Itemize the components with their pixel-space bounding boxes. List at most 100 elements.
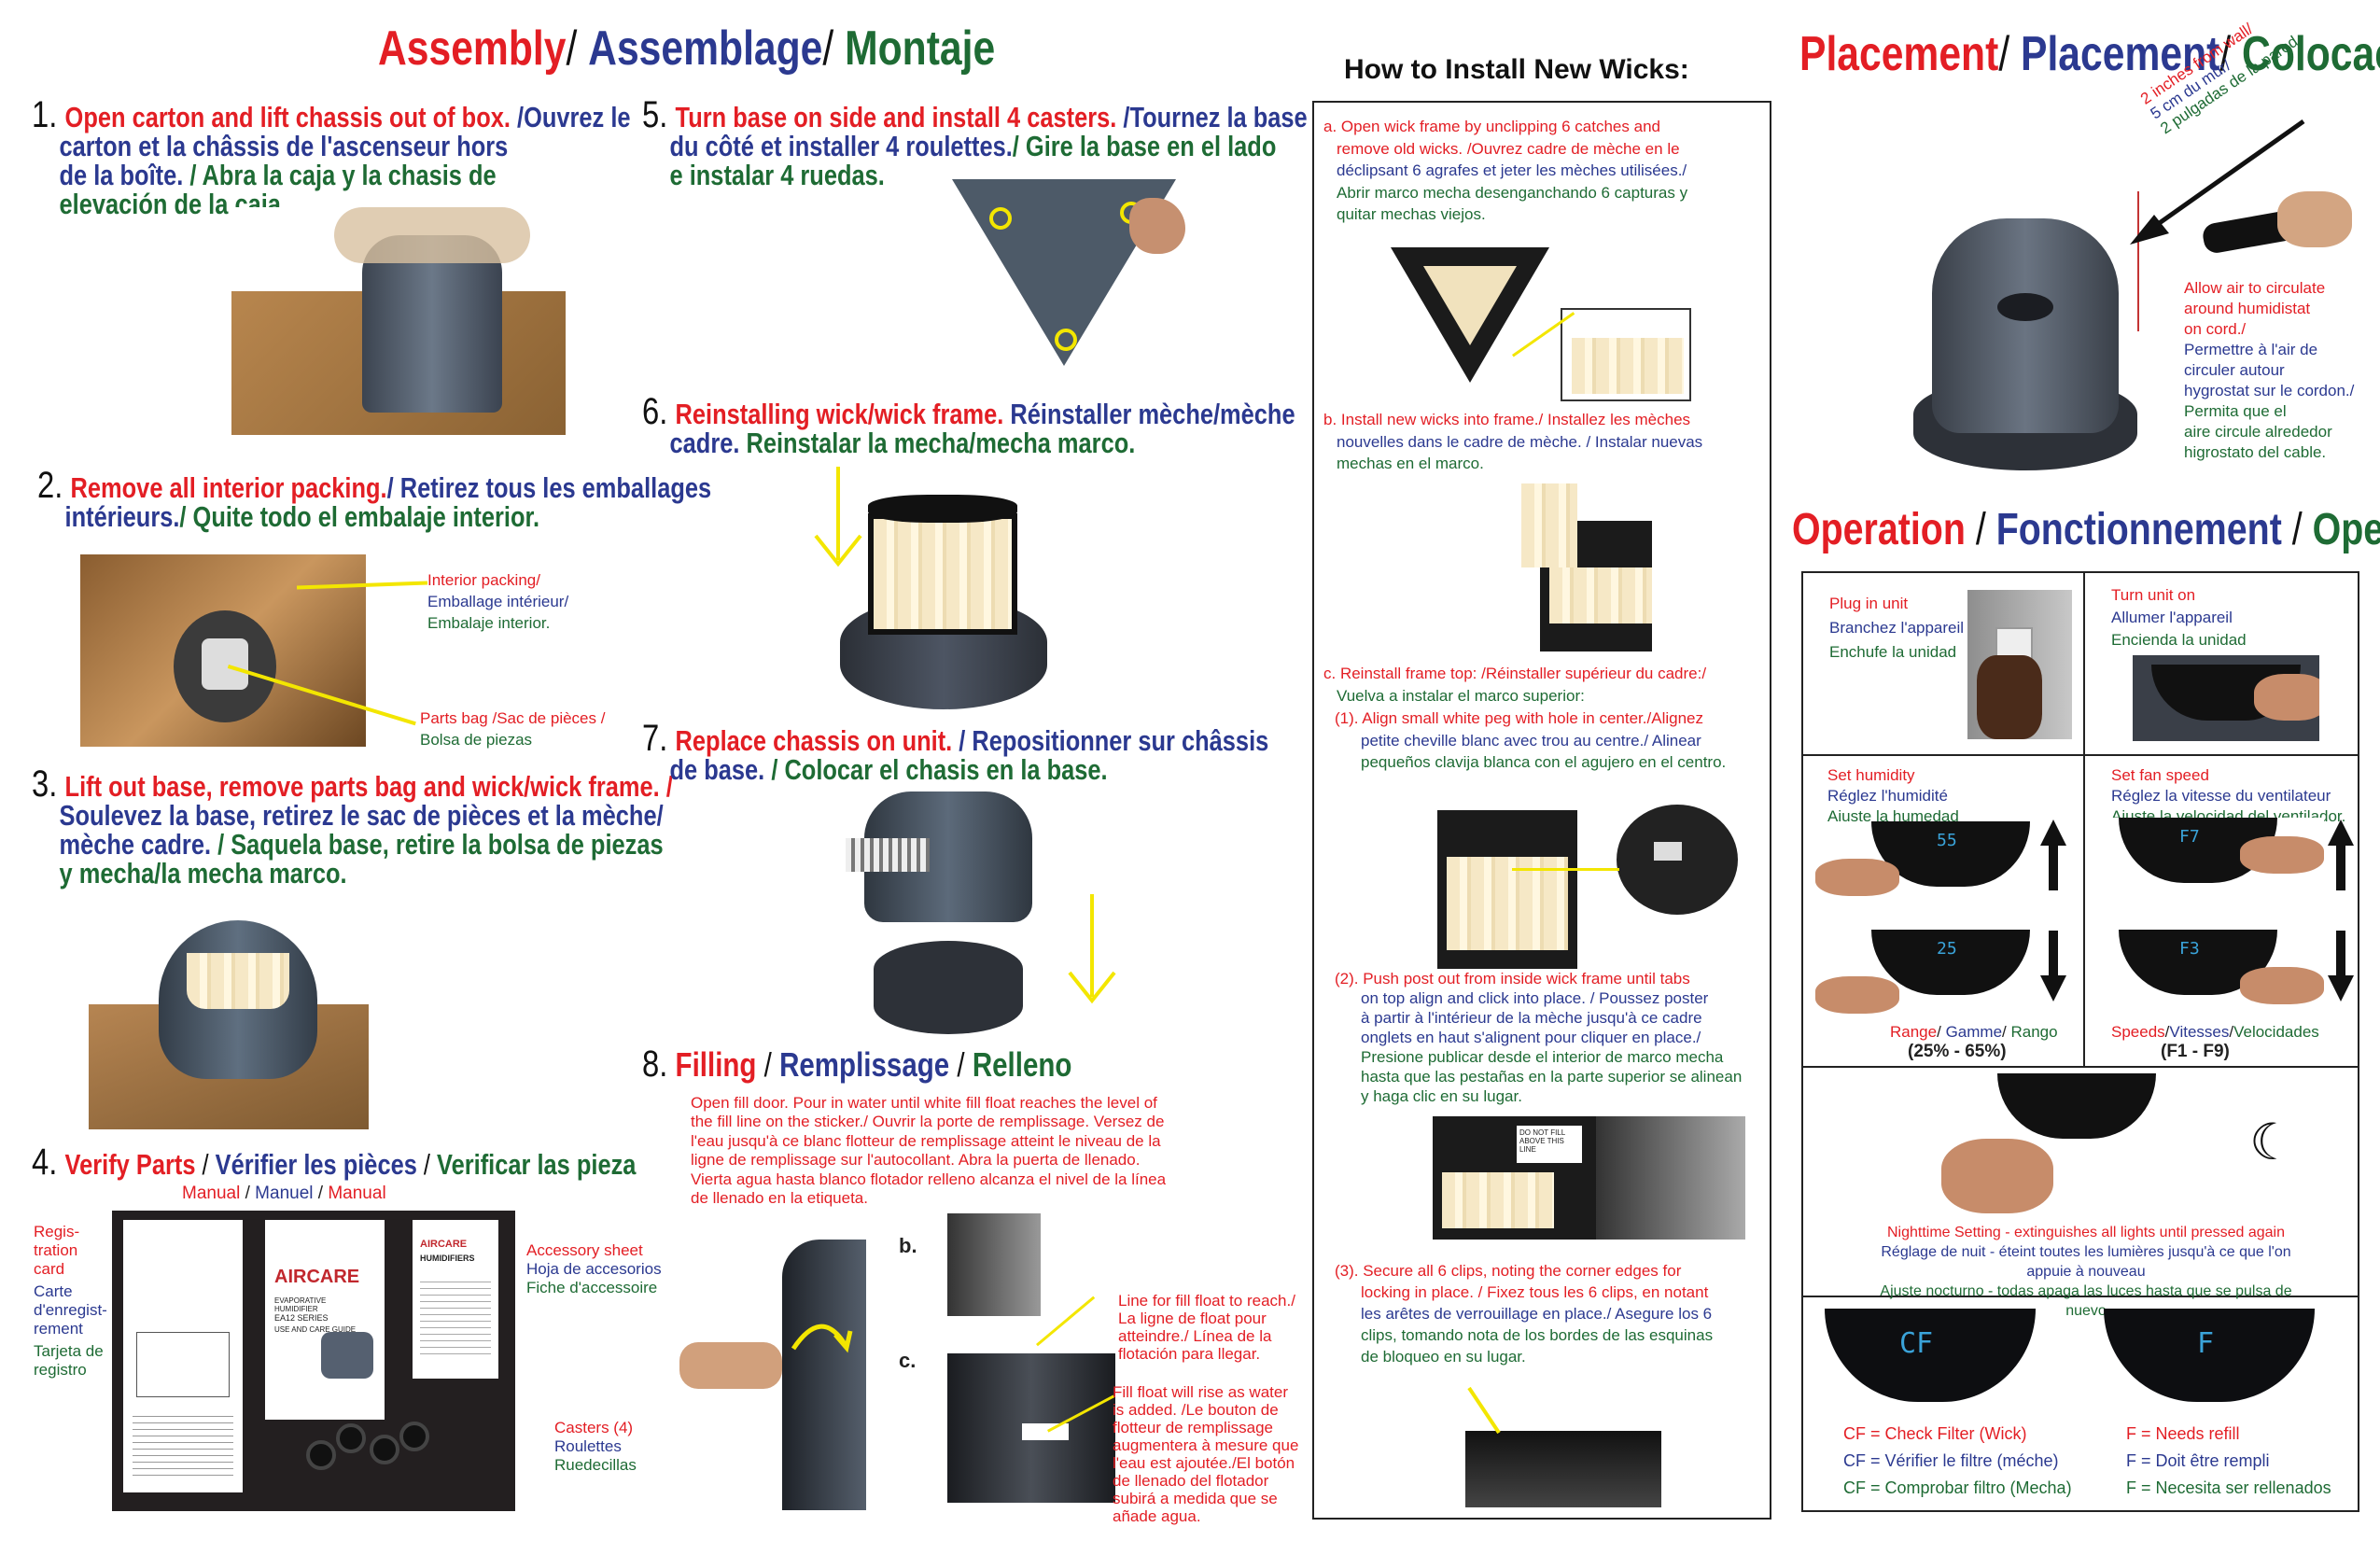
registration-card-doc: [123, 1220, 243, 1492]
step-text: / Abra la caja y la chasis de: [183, 159, 497, 191]
step-text: Remplissage: [779, 1045, 950, 1084]
step-text: Lift out base, remove parts bag and wick…: [64, 770, 673, 803]
step-8-body: Open fill door. Pour in water until whit…: [691, 1094, 1166, 1208]
step-text: Soulevez la base, retirez le sac de pièc…: [59, 799, 664, 832]
cord-line: [2137, 191, 2139, 331]
step-line: intérieurs./ Quite todo el embalaje inte…: [37, 502, 711, 531]
assembly-title: Assembly/ Assemblage/ Montaje: [378, 21, 996, 76]
text-line: hygrostat sur le cordon./: [2184, 382, 2355, 399]
install-wicks-photo: [1484, 483, 1663, 651]
peg-closeup-photo: [1617, 805, 1738, 915]
step-6-photo: [840, 457, 1047, 709]
step-line: de base. / Colocar el chasis en la base.: [642, 755, 1268, 784]
text-line: c. Reinstall frame top: /Réinstaller sup…: [1323, 665, 1707, 682]
down-arrow-icon: [814, 467, 862, 567]
placement-photo: [1913, 209, 2137, 470]
step-text: /: [756, 1045, 780, 1084]
text-line: remove old wicks. /Ouvrez cadre de mèche…: [1337, 139, 1680, 158]
wick-clip-photo: [1561, 308, 1691, 401]
step-line: 5.Turn base on side and install 4 caster…: [642, 96, 1308, 133]
step-text: du côté et installer 4 roulettes.: [669, 130, 1013, 162]
step-text: Réinstaller mèche/mèche: [1003, 398, 1295, 430]
step-text: Filling: [675, 1045, 757, 1084]
step-line: Soulevez la base, retirez le sac de pièc…: [32, 801, 673, 830]
text-line: de llenado en la etiqueta.: [691, 1189, 868, 1208]
speeds-label: Speeds/Vitesses/Velocidades: [2111, 1023, 2319, 1041]
text-line: flotación para llegar.: [1118, 1345, 1261, 1363]
manual-doc: AIRCARE EVAPORATIVE HUMIDIFIER EA12 SERI…: [265, 1220, 385, 1420]
text-line: Vuelva a instalar el marco superior:: [1337, 686, 1585, 705]
step-text: Remove all interior packing.: [70, 471, 387, 504]
caster-icon: [306, 1440, 336, 1470]
step-text: /Tournez la base: [1116, 101, 1308, 133]
step-line: 3.Lift out base, remove parts bag and wi…: [32, 765, 673, 803]
step-8b-photo: [919, 1213, 1041, 1329]
nighttime-photo: [1932, 1073, 2156, 1219]
text-line: Plug in unit: [1829, 595, 1909, 612]
step-text: / Repositionner sur châssis: [952, 724, 1269, 757]
step-1-photo: [231, 207, 566, 435]
step-2-photo: [80, 554, 366, 747]
text-line: ligne de remplissage sur l'autocollant. …: [691, 1151, 1141, 1170]
text-line: is added. /Le bouton de: [1113, 1401, 1279, 1419]
wicks-panel: [1312, 101, 1771, 1520]
down-arrow-icon: [2328, 931, 2354, 1002]
humidity-down-photo: 25: [1815, 930, 2030, 1032]
wicks-step-c: c. Reinstall frame top: /Réinstaller sup…: [1323, 663, 1706, 707]
text-line: (1). Align small white peg with hole in …: [1335, 709, 1703, 727]
text-line: Réglez la vitesse du ventilateur: [2111, 787, 2331, 805]
step-text: / Gire la base en el lado: [1012, 130, 1277, 162]
text-line: Open fill door. Pour in water until whit…: [691, 1094, 1157, 1112]
caster-icon: [336, 1423, 366, 1453]
down-arrow-icon: [1068, 894, 1116, 1004]
text-line: Turn unit on: [2111, 586, 2196, 604]
text-line: on cord./: [2184, 320, 2247, 338]
text-line: pequeños clavija blanca con el agujero e…: [1361, 753, 1727, 771]
step-text: cadre.: [669, 427, 740, 459]
step-text: carton et la châssis de l'ascenseur hors: [59, 130, 509, 162]
step-line: cadre. Reinstalar la mecha/mecha marco.: [642, 428, 1295, 457]
push-post-photo: DO NOT FILL ABOVE THIS LINE: [1433, 1116, 1596, 1240]
text-line: Branchez l'appareil: [1829, 619, 1965, 637]
step-number: 2.: [37, 465, 63, 506]
text-line: de llenado del flotador: [1113, 1472, 1269, 1490]
step-line: 7.Replace chassis on unit. / Repositionn…: [642, 720, 1269, 757]
pointer-arrow-icon: [1467, 1386, 1501, 1435]
step-number: 3.: [32, 763, 58, 805]
step-8-c-label: c.: [899, 1349, 917, 1372]
text-line: déclipsant 6 agrafes et jeter les mèches…: [1337, 161, 1687, 179]
step-text: /: [195, 1148, 216, 1181]
text-line: mechas en el marco.: [1337, 455, 1484, 472]
text-line: higrostato del cable.: [2184, 443, 2327, 461]
text-line: b. Install new wicks into frame./ Instal…: [1323, 411, 1691, 428]
registration-card-label: Regis- tration card Carte d'enregist- re…: [34, 1223, 107, 1379]
step-number: 6.: [642, 391, 668, 432]
step-4-title: 4.Verify Parts / Vérifier les pièces / V…: [32, 1143, 636, 1181]
text-line: subirá a medida que se: [1113, 1490, 1278, 1507]
step-6: 6.Reinstalling wick/wick frame. Réinstal…: [642, 393, 1295, 457]
parts-board: AIRCARE EVAPORATIVE HUMIDIFIER EA12 SERI…: [112, 1211, 515, 1511]
text-line: les arêtes de verrouillage en place./ As…: [1361, 1305, 1713, 1323]
step-text: /Ouvrez le: [510, 101, 631, 133]
placement-title: Placement/ Placement/ Colocación: [1799, 27, 2380, 81]
text-line: flotteur de remplissage: [1113, 1419, 1273, 1436]
tab-closeup-photo: [1596, 1116, 1745, 1240]
step-line: mèche cadre. / Saquela base, retire la b…: [32, 830, 673, 859]
step-7: 7.Replace chassis on unit. / Repositionn…: [642, 720, 1269, 784]
text-line: (2). Push post out from inside wick fram…: [1335, 970, 1690, 988]
text-line: Presione publicar desde el interior de m…: [1361, 1048, 1724, 1066]
step-text: mèche cadre.: [59, 828, 212, 861]
text-line: Permita que el: [2184, 402, 2287, 420]
manual-label: Manual / Manuel / Manual: [182, 1184, 386, 1203]
step-5: 5.Turn base on side and install 4 caster…: [642, 96, 1308, 189]
operation-title: Operation / Fonctionnement / Operación: [1792, 505, 2380, 554]
up-arrow-icon: [2328, 820, 2354, 890]
step-text: de la boîte.: [59, 159, 184, 191]
wicks-step-b: b. Install new wicks into frame./ Instal…: [1323, 409, 1702, 475]
step-5-photo: [933, 179, 1185, 379]
caster-icon: [370, 1435, 399, 1464]
text-line: y haga clic en su lugar.: [1361, 1087, 1522, 1105]
interior-packing-label: Interior packing/ Emballage intérieur/ E…: [427, 571, 569, 632]
step-text: Reinstalar la mecha/mecha marco.: [739, 427, 1136, 459]
